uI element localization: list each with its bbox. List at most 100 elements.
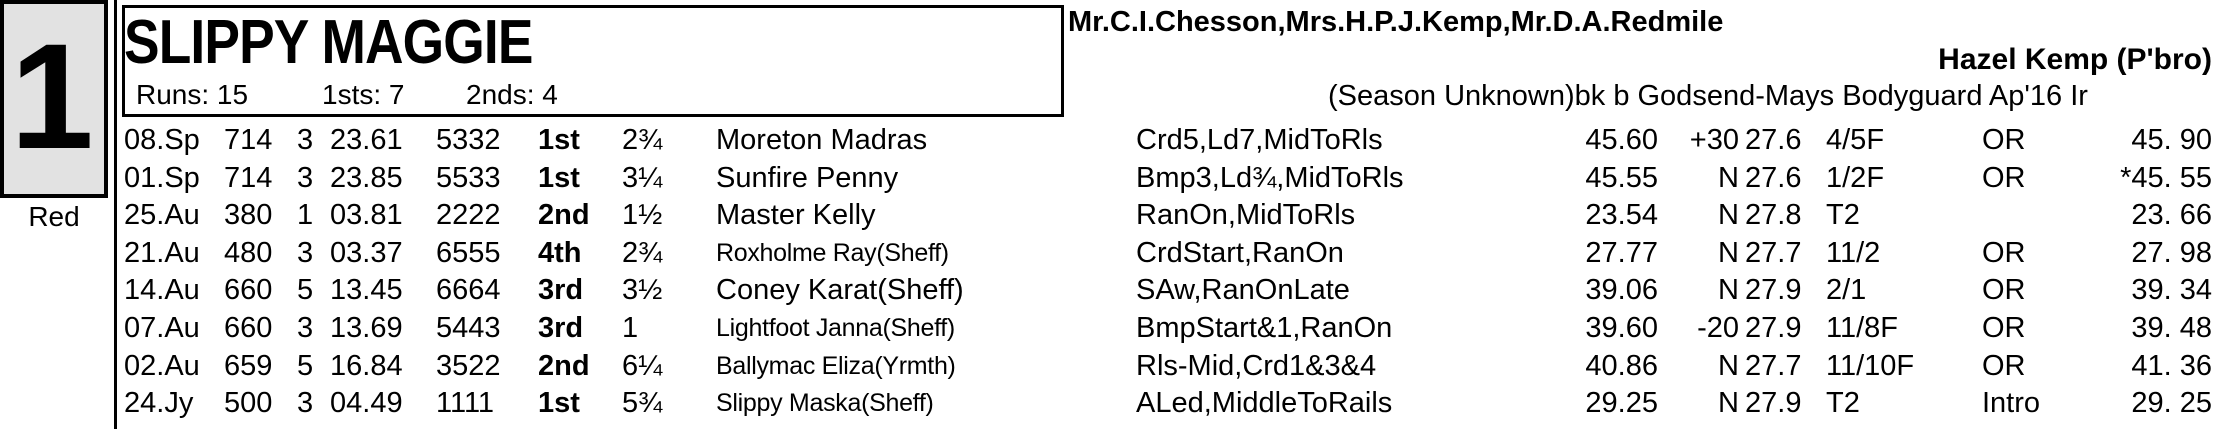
finish-position: 3rd (538, 274, 584, 307)
winning-margin: 2¾ (622, 124, 663, 156)
race-time: 29.25 (1585, 387, 1658, 420)
starting-price: T2 (1826, 199, 1860, 232)
starting-price: 2/1 (1826, 274, 1867, 307)
race-time: 27.77 (1585, 236, 1658, 269)
race-grade: OR (1982, 161, 2026, 194)
race-time: 45.55 (1585, 161, 1658, 194)
firsts-count: 1sts: 7 (322, 79, 405, 110)
calculated-time: 41. 36 (2131, 349, 2212, 382)
winner-name: Sunfire Penny (716, 161, 899, 194)
race-trap: 3 (297, 236, 314, 269)
race-grade: OR (1982, 274, 2026, 307)
race-time: 39.06 (1585, 274, 1658, 307)
winning-margin: 3½ (622, 274, 663, 307)
race-distance: 660 (224, 274, 273, 307)
calculated-time: 23. 66 (2131, 199, 2212, 232)
race-remarks: ALed,MiddleToRails (1136, 387, 1393, 420)
race-time: 39.60 (1585, 312, 1658, 344)
race-date: 01.Sp (124, 161, 200, 194)
dog-name-box (122, 5, 1064, 117)
finish-position: 1st (538, 124, 580, 156)
race-trap: 3 (297, 387, 314, 420)
race-time: 23.54 (1585, 199, 1658, 232)
race-date: 02.Au (124, 349, 200, 382)
winning-margin: 1 (622, 312, 639, 344)
winner-name: Coney Karat(Sheff) (716, 274, 964, 307)
going-allowance: N (1718, 387, 1739, 420)
winning-margin: 1½ (622, 199, 663, 232)
race-distance: 380 (224, 199, 273, 232)
bend-positions: 5332 (436, 124, 501, 156)
race-distance: 714 (224, 161, 273, 194)
breeding: (Season Unknown)bk b Godsend-Mays Bodygu… (1328, 80, 2088, 112)
sectional-time: 13.69 (330, 312, 403, 344)
starting-price: T2 (1826, 387, 1860, 420)
sectional-time: 23.85 (330, 161, 403, 194)
dog-weight: 27.9 (1745, 387, 1802, 420)
race-trap: 5 (297, 274, 314, 307)
winner-name: Master Kelly (716, 199, 876, 232)
winner-name: Moreton Madras (716, 124, 928, 156)
winner-name: Roxholme Ray(Sheff) (716, 238, 949, 267)
race-date: 07.Au (124, 312, 200, 344)
starting-price: 1/2F (1826, 161, 1885, 194)
race-grade: OR (1982, 236, 2026, 269)
race-remarks: Rls-Mid,Crd1&3&4 (1136, 349, 1377, 382)
winning-margin: 2¾ (622, 236, 663, 269)
winner-name: Ballymac Eliza(Yrmth) (716, 351, 956, 380)
race-distance: 480 (224, 236, 273, 269)
race-date: 21.Au (124, 236, 200, 269)
race-distance: 714 (224, 124, 273, 156)
sectional-time: 23.61 (330, 124, 403, 156)
going-allowance: N (1718, 274, 1739, 307)
race-grade: OR (1982, 349, 2026, 382)
dog-weight: 27.9 (1745, 312, 1802, 344)
finish-position: 4th (538, 236, 582, 269)
dog-name: SLIPPY MAGGIE (124, 8, 533, 77)
race-time: 45.60 (1585, 124, 1658, 156)
starting-price: 4/5F (1826, 124, 1885, 156)
race-trap: 5 (297, 349, 314, 382)
trap-number: 1 (10, 12, 93, 180)
race-distance: 659 (224, 349, 273, 382)
race-remarks: BmpStart&1,RanOn (1136, 312, 1393, 344)
race-remarks: RanOn,MidToRls (1136, 199, 1356, 232)
sectional-time: 13.45 (330, 274, 403, 307)
going-allowance: +30 (1689, 124, 1739, 156)
finish-position: 2nd (538, 349, 590, 382)
finish-position: 1st (538, 387, 580, 420)
finish-position: 2nd (538, 199, 590, 232)
calculated-time: 39. 34 (2131, 274, 2212, 307)
owners: Mr.C.I.Chesson,Mrs.H.P.J.Kemp,Mr.D.A.Red… (1068, 6, 1724, 38)
race-distance: 660 (224, 312, 273, 344)
calculated-time: *45. 55 (2120, 161, 2212, 194)
sectional-time: 03.81 (330, 199, 403, 232)
dog-weight: 27.7 (1745, 349, 1802, 382)
calculated-time: 27. 98 (2131, 236, 2212, 269)
dog-weight: 27.6 (1745, 161, 1802, 194)
calculated-time: 39. 48 (2131, 312, 2212, 344)
bend-positions: 5443 (436, 312, 501, 344)
sectional-time: 04.49 (330, 387, 403, 420)
winner-name: Slippy Maska(Sheff) (716, 389, 934, 418)
going-allowance: N (1718, 199, 1739, 232)
race-grade: OR (1982, 312, 2026, 344)
runs-count: Runs: 15 (136, 79, 249, 110)
race-date: 08.Sp (124, 124, 200, 156)
race-trap: 3 (297, 312, 314, 344)
going-allowance: -20 (1697, 312, 1739, 344)
sectional-time: 16.84 (330, 349, 403, 382)
dog-weight: 27.9 (1745, 274, 1802, 307)
trainer: Hazel Kemp (P'bro) (1938, 43, 2212, 76)
going-allowance: N (1718, 161, 1739, 194)
seconds-count: 2nds: 4 (466, 79, 558, 110)
winner-name: Lightfoot Janna(Sheff) (716, 314, 955, 342)
dog-weight: 27.6 (1745, 124, 1802, 156)
